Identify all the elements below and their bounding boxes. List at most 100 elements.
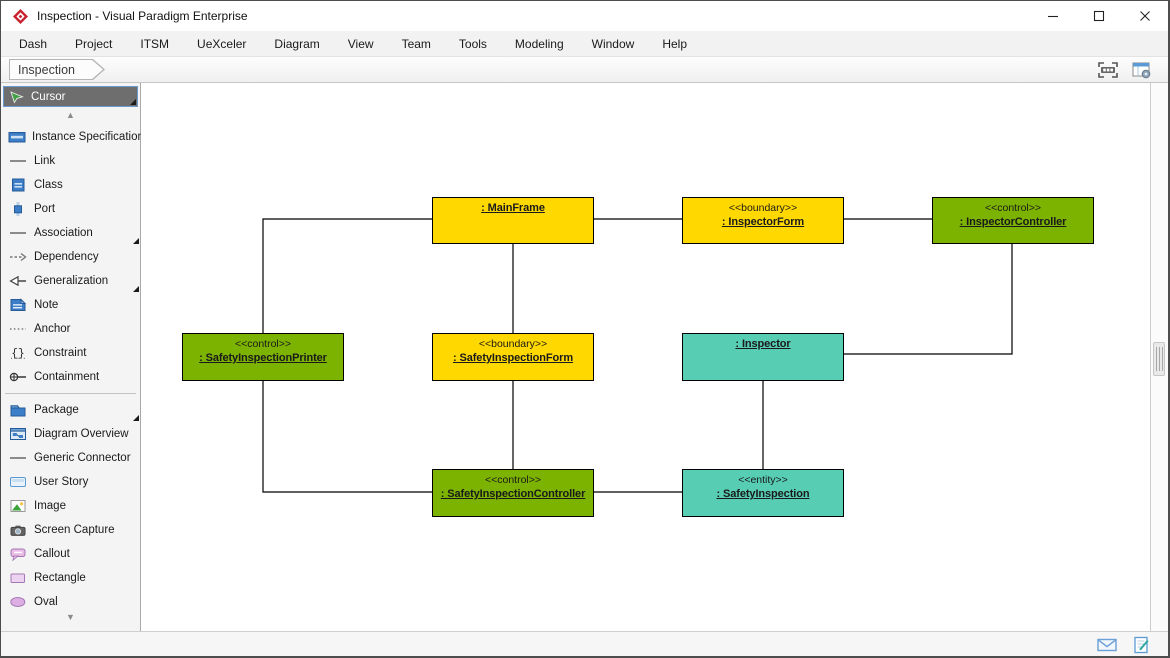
tool-class[interactable]: Class <box>1 173 140 197</box>
node-inspector-form[interactable]: <<boundary>>: InspectorForm <box>682 197 844 244</box>
tool-label: Constraint <box>34 347 87 359</box>
node-name: : MainFrame <box>481 202 545 214</box>
tool-port[interactable]: Port <box>1 197 140 221</box>
tool-link[interactable]: Link <box>1 149 140 173</box>
node-name: : SafetyInspectionController <box>440 488 586 500</box>
menu-window[interactable]: Window <box>591 36 635 51</box>
tool-callout[interactable]: Callout <box>1 542 140 566</box>
toolbox-scroll-up[interactable]: ▲ <box>66 110 75 120</box>
flyout-corner-icon <box>130 99 136 105</box>
panel-layout-icon[interactable] <box>1130 60 1154 80</box>
tool-constraint[interactable]: {} Constraint <box>1 341 140 365</box>
tool-containment[interactable]: Containment <box>1 365 140 389</box>
visual-paradigm-logo-icon <box>12 8 29 25</box>
cursor-label: Cursor <box>31 90 66 103</box>
tool-label: Package <box>34 404 79 416</box>
tool-label: Class <box>34 179 63 191</box>
node-mainframe[interactable]: : MainFrame <box>432 197 594 244</box>
node-name: : InspectorForm <box>721 216 805 228</box>
generalization-icon <box>8 274 28 288</box>
tool-package[interactable]: Package <box>1 398 140 422</box>
svg-text:{}: {} <box>11 348 24 360</box>
menu-diagram[interactable]: Diagram <box>274 36 320 51</box>
tool-generic-connector[interactable]: Generic Connector <box>1 446 140 470</box>
edit-document-icon[interactable] <box>1132 636 1152 654</box>
tool-generalization[interactable]: Generalization <box>1 269 140 293</box>
tool-oval[interactable]: Oval <box>1 590 140 614</box>
tool-label: Instance Specification <box>32 131 144 143</box>
node-stereotype: <<control>> <box>984 202 1042 214</box>
tool-cursor[interactable]: Cursor <box>3 86 138 107</box>
menu-view[interactable]: View <box>347 36 374 51</box>
node-safety-inspection-printer[interactable]: <<control>>: SafetyInspectionPrinter <box>182 333 344 381</box>
status-icons <box>1096 636 1152 654</box>
node-safety-inspection-form[interactable]: <<boundary>>: SafetyInspectionForm <box>432 333 594 381</box>
breadcrumb-bar: Inspection <box>1 57 1168 83</box>
rectangle-icon <box>8 571 28 585</box>
tool-user-story[interactable]: User Story <box>1 470 140 494</box>
diagram-overview-icon <box>8 427 28 441</box>
tool-anchor[interactable]: Anchor <box>1 317 140 341</box>
menu-help[interactable]: Help <box>662 36 687 51</box>
association-icon <box>8 226 28 240</box>
tool-screen-capture[interactable]: Screen Capture <box>1 518 140 542</box>
tool-diagram-overview[interactable]: Diagram Overview <box>1 422 140 446</box>
generic-connector-icon <box>8 451 28 465</box>
menu-project[interactable]: Project <box>75 36 113 51</box>
node-inspector[interactable]: : Inspector <box>682 333 844 381</box>
node-safety-inspection[interactable]: <<entity>>: SafetyInspection <box>682 469 844 517</box>
menu-itsm[interactable]: ITSM <box>140 36 170 51</box>
breadcrumb-tab[interactable]: Inspection <box>9 59 105 80</box>
note-icon <box>8 298 28 312</box>
zoom-to-fit-icon[interactable] <box>1096 60 1120 80</box>
tool-note[interactable]: Note <box>1 293 140 317</box>
menu-uexceler[interactable]: UeXceler <box>197 36 247 51</box>
user-story-icon <box>8 475 28 489</box>
menu-dash[interactable]: Dash <box>19 36 48 51</box>
toolbox-scroll-down[interactable]: ▼ <box>66 612 75 622</box>
menu-tools[interactable]: Tools <box>458 36 487 51</box>
tool-association[interactable]: Association <box>1 221 140 245</box>
constraint-icon: {} <box>8 346 28 360</box>
mail-icon[interactable] <box>1096 637 1118 653</box>
tool-instance-specification[interactable]: Instance Specification <box>1 125 144 149</box>
node-stereotype: <<control>> <box>484 474 542 486</box>
tool-label: Link <box>34 155 56 167</box>
tool-label: Port <box>34 203 56 215</box>
tool-image[interactable]: Image <box>1 494 140 518</box>
tool-label: Diagram Overview <box>34 428 129 440</box>
tool-label: Generalization <box>34 275 109 287</box>
right-dock-strip <box>1150 83 1168 631</box>
menu-bar: Dash Project ITSM UeXceler Diagram View Team To… <box>1 31 1168 57</box>
containment-icon <box>8 370 28 384</box>
link-icon <box>8 154 28 168</box>
callout-icon <box>8 547 28 561</box>
window-controls <box>1030 1 1168 31</box>
tool-label: Dependency <box>34 251 99 263</box>
status-bar <box>1 631 1168 656</box>
node-name: : SafetyInspectionPrinter <box>199 352 327 364</box>
tool-rectangle[interactable]: Rectangle <box>1 566 140 590</box>
image-icon <box>8 499 28 513</box>
anchor-icon <box>8 322 28 336</box>
tool-label: Image <box>34 500 66 512</box>
tool-label: User Story <box>34 476 89 488</box>
node-inspector-controller[interactable]: <<control>>: InspectorController <box>932 197 1094 244</box>
maximize-button[interactable] <box>1076 1 1122 31</box>
menu-modeling[interactable]: Modeling <box>514 36 564 51</box>
title-bar: Inspection - Visual Paradigm Enterprise <box>1 1 1168 31</box>
tool-label: Generic Connector <box>34 452 131 464</box>
port-icon <box>8 202 28 216</box>
menu-team[interactable]: Team <box>401 36 431 51</box>
dock-grip-handle[interactable] <box>1153 342 1165 376</box>
tool-label: Note <box>34 299 59 311</box>
node-stereotype: <<boundary>> <box>478 338 548 350</box>
node-safety-inspection-controller[interactable]: <<control>> : SafetyInspectionController <box>432 469 594 517</box>
flyout-corner-icon <box>133 238 139 244</box>
tool-label: Association <box>34 227 93 239</box>
close-button[interactable] <box>1122 1 1168 31</box>
tool-dependency[interactable]: Dependency <box>1 245 140 269</box>
minimize-button[interactable] <box>1030 1 1076 31</box>
node-name: : Inspector <box>735 338 791 350</box>
